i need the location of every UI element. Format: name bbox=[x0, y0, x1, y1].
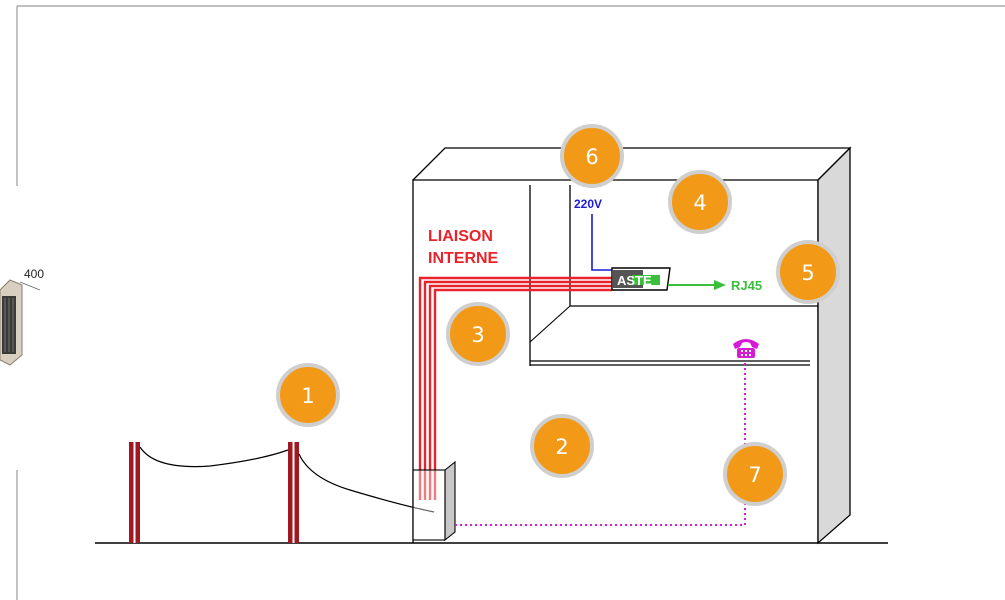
utility-pole-right bbox=[288, 442, 299, 543]
device-label: ASTE bbox=[617, 273, 652, 288]
phone-line bbox=[455, 362, 746, 526]
internal-link-label-line2: INTERNE bbox=[428, 250, 499, 267]
rj45-label: RJ45 bbox=[731, 278, 762, 293]
badge-7: 7 bbox=[723, 442, 787, 506]
badge-1: 1 bbox=[276, 363, 340, 427]
telephone-icon bbox=[733, 339, 759, 358]
svg-text:4: 4 bbox=[693, 191, 706, 215]
interior-floors bbox=[529, 185, 818, 366]
badge-4: 4 bbox=[668, 170, 732, 234]
internal-link-cables bbox=[418, 276, 612, 500]
svg-text:3: 3 bbox=[471, 323, 484, 347]
network-rack-icon: 400 bbox=[0, 267, 44, 366]
entry-box bbox=[412, 460, 456, 542]
badge-6: 6 bbox=[560, 124, 624, 188]
dimension-label: 400 bbox=[24, 267, 44, 281]
badge-3: 3 bbox=[446, 302, 510, 366]
badge-2: 2 bbox=[530, 414, 594, 478]
svg-text:5: 5 bbox=[801, 261, 814, 285]
svg-text:1: 1 bbox=[301, 384, 314, 408]
utility-pole-left bbox=[129, 442, 140, 543]
internal-link-label-line1: LIAISON bbox=[428, 228, 493, 245]
rj45-arrow-head bbox=[714, 280, 726, 290]
svg-text:7: 7 bbox=[748, 463, 761, 487]
aste-device: ASTE bbox=[611, 267, 671, 291]
svg-text:2: 2 bbox=[555, 435, 568, 459]
page-frame bbox=[16, 5, 1005, 600]
voltage-label: 220V bbox=[574, 197, 602, 211]
svg-text:6: 6 bbox=[585, 145, 598, 169]
badge-5: 5 bbox=[776, 240, 840, 304]
aerial-cable bbox=[139, 446, 289, 468]
building-side-wall bbox=[817, 146, 851, 545]
power-cable bbox=[591, 214, 612, 271]
